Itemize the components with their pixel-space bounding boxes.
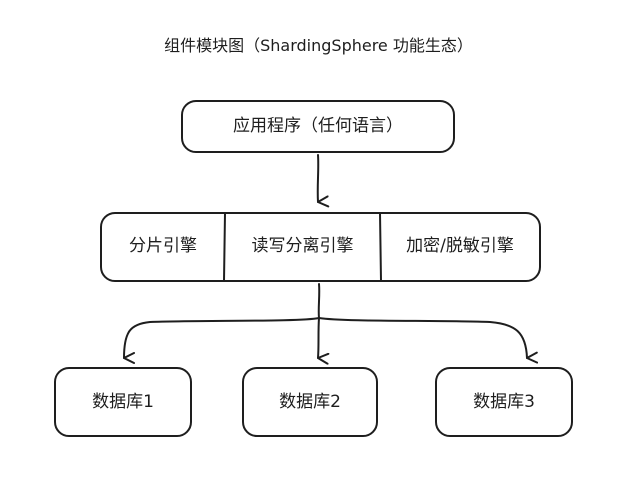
- database-label-2: 数据库2: [279, 392, 341, 412]
- database-node-1: [54, 367, 192, 437]
- segment-label-sharding: 分片引擎: [129, 236, 197, 256]
- database-label-3: 数据库3: [473, 392, 535, 412]
- app-node-label: 应用程序（任何语言）: [233, 116, 403, 136]
- arrow-to-database-2: [317, 317, 330, 365]
- diagram-title: 组件模块图（ShardingSphere 功能生态）: [164, 36, 473, 55]
- database-node-3: [435, 367, 573, 437]
- middleware-divider-1: [223, 212, 226, 282]
- database-label-1: 数据库1: [92, 392, 154, 412]
- segment-label-encryption: 加密/脱敏引擎: [406, 236, 514, 256]
- arrow-to-database-3: [318, 317, 539, 364]
- app-node: [181, 100, 455, 153]
- arrow-to-database-1: [123, 317, 320, 365]
- segment-label-readwrite-splitting: 读写分离引擎: [251, 236, 354, 256]
- middleware-node: [100, 212, 541, 282]
- arrow-trunk: [317, 283, 321, 319]
- middleware-divider-2: [379, 212, 382, 282]
- arrow-app-to-middleware: [316, 154, 330, 208]
- database-node-2: [242, 367, 378, 437]
